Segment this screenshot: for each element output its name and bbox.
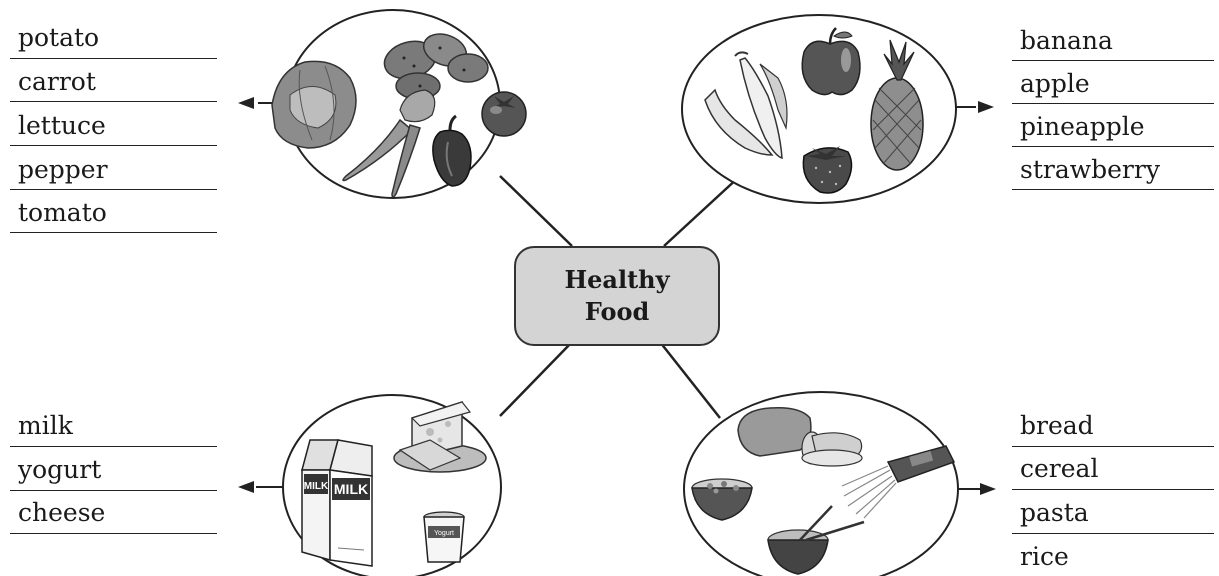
center-box: Healthy Food [514,246,720,346]
answer-line [10,58,217,59]
grain-word: pasta [1020,498,1089,527]
answer-line [1012,60,1214,61]
grain-word: rice [1020,542,1069,571]
fruit-word: banana [1020,26,1113,55]
arrow-right-fruits [955,101,994,113]
yogurt-cup-icon [423,511,465,563]
connector-dairy [499,341,573,417]
pineapple-icon [870,39,924,171]
answer-line [1012,103,1214,104]
dairy-word: milk [18,411,73,440]
answer-line [10,145,217,146]
dairy-word: cheese [18,498,106,527]
fruit-word: apple [1020,69,1090,98]
vegetable-word: carrot [18,67,96,96]
milk-carton-front-label: MILK [334,481,368,497]
answer-line [1012,533,1214,534]
answer-line [10,490,217,491]
tomato-icon [481,91,527,137]
answer-line [10,189,217,190]
rice-bowl-icon [767,505,865,575]
answer-line [10,446,217,447]
carrot-icon [342,89,436,198]
vegetable-word: potato [18,23,100,52]
fruits-group [681,14,957,204]
apple-icon [801,27,861,96]
vegetable-word: tomato [18,198,107,227]
lettuce-icon [271,60,357,149]
fruit-word: strawberry [1020,155,1160,184]
answer-line [1012,146,1214,147]
milk-carton-side-label: MILK [304,481,329,492]
answer-line [10,232,217,233]
grain-word: bread [1020,411,1094,440]
grain-word: cereal [1020,454,1099,483]
vegetable-word: lettuce [18,111,106,140]
bread-icon [737,406,863,467]
strawberry-icon [802,146,853,194]
cereal-bowl-icon [691,478,753,521]
vegetables-group [271,9,527,199]
dairy-word: yogurt [18,455,102,484]
answer-line [10,101,217,102]
answer-line [1012,189,1214,190]
potato-icon [383,33,489,100]
grains-group [683,391,959,576]
connector-vegetables [499,175,573,247]
yogurt-cup-label: Yogurt [434,530,454,537]
answer-line [10,533,217,534]
connector-fruits [663,175,741,247]
arrow-left-dairy [238,481,284,493]
answer-line [1012,489,1214,490]
vegetable-word: pepper [18,155,108,184]
milk-carton-icon [301,439,373,567]
cheese-icon [393,400,487,473]
fruit-word: pineapple [1020,112,1145,141]
answer-line [1012,446,1214,447]
banana-icon [704,51,788,160]
dairy-group: MILK MILK Yogurt [282,394,502,576]
pasta-icon [841,445,956,519]
arrow-right-grains [958,483,996,495]
pepper-icon [432,114,472,187]
connector-grains [659,341,721,419]
center-title-line1: Healthy [564,265,670,294]
center-title-line2: Food [584,297,650,326]
